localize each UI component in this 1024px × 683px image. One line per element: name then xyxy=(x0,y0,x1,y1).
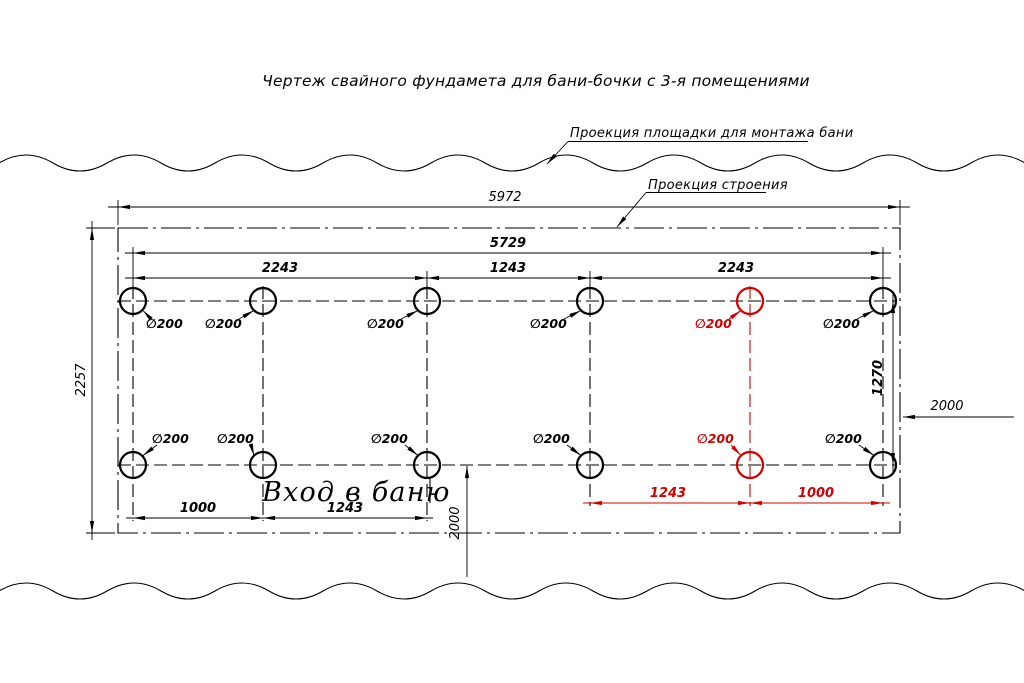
pile-circle xyxy=(248,286,278,316)
callout-platform: Проекция площадки для монтажа бани xyxy=(546,126,853,165)
callout-building: Проекция строения xyxy=(616,178,788,228)
pile-circle xyxy=(412,286,442,316)
pile-circle-red xyxy=(735,286,765,316)
pile-circle xyxy=(575,450,605,480)
pile-circle xyxy=(412,450,442,480)
pile-circle-red xyxy=(735,450,765,480)
pile-diameter-label-red: ∅200 xyxy=(697,431,734,446)
dim-platform-height-label: 2257 xyxy=(74,363,89,397)
pile-circle xyxy=(248,450,278,480)
pile-diameter-label: ∅200 xyxy=(146,316,183,331)
pile-circle xyxy=(118,450,148,480)
pile-diameter-label: ∅200 xyxy=(367,316,404,331)
break-lines xyxy=(0,154,1024,600)
dim-row-spacing-label: 1270 xyxy=(871,360,886,396)
dimension-platform-width: 5972 xyxy=(108,190,910,210)
pile-circle xyxy=(868,450,898,480)
axis-grid xyxy=(118,286,897,521)
dim-bottom-offset-label: 2000 xyxy=(448,506,463,539)
pile-diameter-label: ∅200 xyxy=(823,316,860,331)
pile-circle xyxy=(575,286,605,316)
dimension-row-spacing: 1270 xyxy=(871,293,896,473)
entrance-annotation: Вход в баню xyxy=(261,477,451,508)
pile-labels: ∅200 ∅200 ∅200 ∅200 ∅200 ∅200 ∅200 ∅200 … xyxy=(146,316,862,446)
dim-red-1000-label: 1000 xyxy=(798,486,834,501)
dim-red-1243-label: 1243 xyxy=(650,486,686,501)
pile-diameter-label-red: ∅200 xyxy=(695,316,732,331)
dimension-red-chain: 1243 1000 xyxy=(583,486,890,506)
platform-outline xyxy=(117,227,901,534)
pile-diameter-label: ∅200 xyxy=(533,431,570,446)
pile-diameter-label: ∅200 xyxy=(152,431,189,446)
callout-platform-label: Проекция площадки для монтажа бани xyxy=(570,126,853,141)
pile-diameter-label: ∅200 xyxy=(530,316,567,331)
dim-right-offset-label: 2000 xyxy=(930,399,963,414)
entrance-label: Вход в баню xyxy=(261,477,451,508)
dim-platform-width-label: 5972 xyxy=(488,190,521,205)
piles xyxy=(118,286,898,480)
pile-diameter-label: ∅200 xyxy=(205,316,242,331)
dimension-span-chain: 2243 1243 2243 xyxy=(125,261,891,281)
pile-circle xyxy=(868,286,898,316)
dimension-bottom-left-chain: 1000 1243 xyxy=(126,501,433,521)
pile-diameter-label: ∅200 xyxy=(371,431,408,446)
dim-left-1000-label: 1000 xyxy=(180,501,216,516)
dimension-bottom-offset: 2000 xyxy=(448,466,470,577)
dim-span-right-label: 2243 xyxy=(718,261,754,276)
dimension-pile-span: 5729 xyxy=(125,236,891,256)
pile-leaders xyxy=(142,310,875,456)
dim-span-left-label: 2243 xyxy=(262,261,298,276)
dimension-right-offset: 2000 xyxy=(903,399,1014,420)
pile-diameter-label: ∅200 xyxy=(217,431,254,446)
pile-circle xyxy=(118,286,148,316)
pile-diameter-label: ∅200 xyxy=(825,431,862,446)
dim-left-1243-label: 1243 xyxy=(327,501,363,516)
dim-span-mid-label: 1243 xyxy=(490,261,526,276)
drawing-title: Чертеж свайного фундамета для бани-бочки… xyxy=(262,72,810,90)
dim-pile-span-label: 5729 xyxy=(490,236,526,251)
callout-building-label: Проекция строения xyxy=(648,178,788,193)
dimension-platform-height: 2257 xyxy=(74,221,95,540)
